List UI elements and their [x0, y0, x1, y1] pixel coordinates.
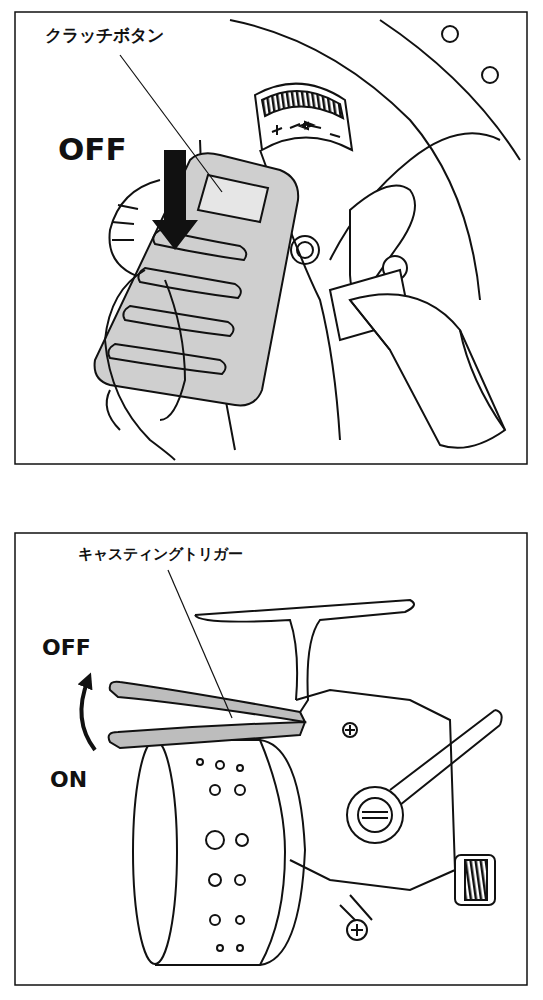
- casting-trigger: [110, 682, 305, 722]
- clutch-button: [95, 153, 299, 405]
- leader-line: [168, 570, 232, 718]
- direction-arrow: [152, 150, 198, 250]
- part-label: キャスティングトリガー: [78, 546, 243, 563]
- reel-side-view: [109, 600, 502, 965]
- panel-frame: [15, 12, 527, 464]
- rotation-arrow: [81, 680, 95, 750]
- part-label: OFF: [42, 636, 91, 660]
- part-label: クラッチボタン: [45, 26, 164, 45]
- reel-top-view: [95, 20, 520, 460]
- casting-trigger: [109, 722, 305, 748]
- panel-frame: [15, 533, 527, 985]
- part-label: ON: [50, 768, 87, 792]
- part-label: OFF: [58, 132, 127, 166]
